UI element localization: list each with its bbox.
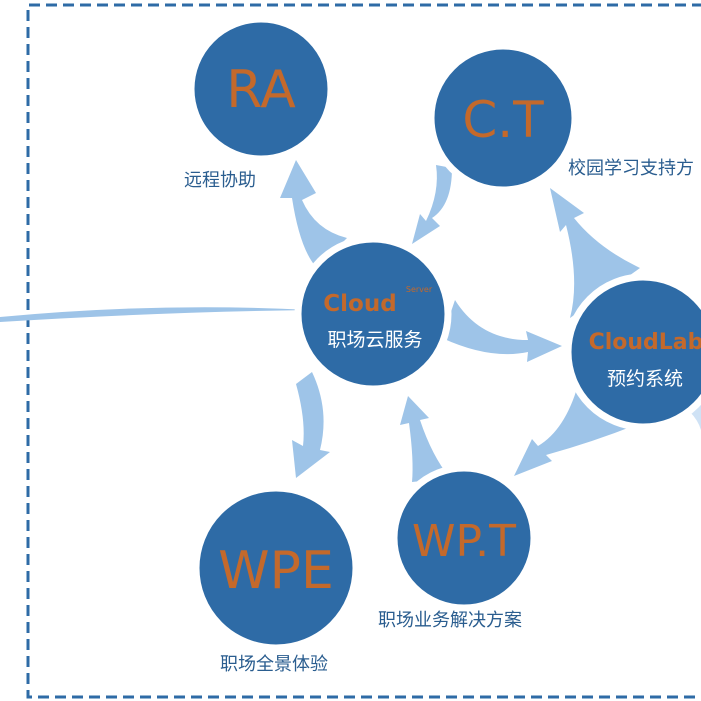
wpe-abbreviation: WPE: [218, 541, 334, 601]
arrow-wpt-to-cloud: [400, 396, 450, 482]
incoming-arrow: [0, 307, 310, 322]
cloud-subtitle: 职场云服务: [327, 329, 422, 351]
ct-abbreviation: C.T: [462, 91, 544, 149]
wpt-abbreviation: WP.T: [412, 516, 516, 567]
wpe-caption: 职场全景体验: [220, 654, 328, 675]
ct-caption: 校园学习支持方: [568, 158, 694, 179]
ra-abbreviation: RA: [226, 60, 296, 120]
node-ra: RA: [187, 15, 335, 163]
arrow-cloud-to-wpe: [292, 372, 330, 478]
cloudlab-subtitle: 预约系统: [607, 368, 683, 390]
arrow-cloud-to-cloudlab: [442, 300, 562, 362]
arrow-cloud-to-ra: [280, 160, 347, 268]
arrow-ct-to-cloud: [412, 165, 452, 244]
cloud-title: Cloud: [323, 291, 396, 317]
node-cloud: Cloud Server 职场云服务: [294, 235, 452, 393]
arrow-cloudlab-to-ct: [550, 188, 640, 318]
ra-caption: 远程协助: [184, 170, 256, 191]
node-cloudlab: CloudLab 预约系统: [564, 273, 701, 431]
wpt-caption: 职场业务解决方案: [378, 610, 522, 631]
cloudlab-title: CloudLab: [589, 330, 701, 355]
node-ct: C.T: [427, 42, 579, 194]
dashed-frame: [26, 3, 701, 699]
cloud-superscript: Server: [406, 285, 433, 294]
node-wpe: WPE: [192, 484, 360, 652]
node-wpt: WP.T: [390, 464, 538, 612]
